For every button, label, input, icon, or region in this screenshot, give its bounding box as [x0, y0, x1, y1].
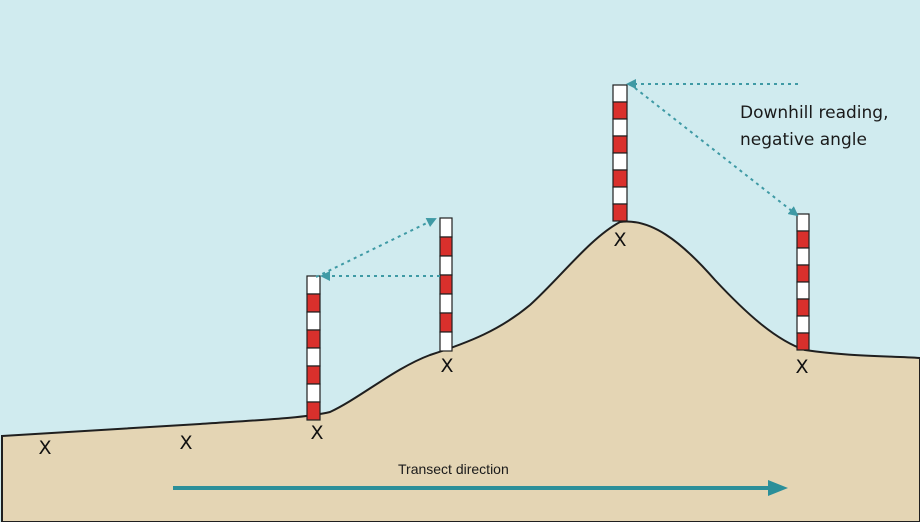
pole-segment: [439, 255, 453, 276]
pole-segment: [796, 315, 810, 334]
station-marker: X: [440, 355, 453, 377]
sight-line-pole1-to-pole2: [315, 218, 437, 278]
ranging-pole: [612, 84, 628, 222]
pole-segment: [439, 217, 453, 238]
pole-segment: [306, 275, 321, 295]
station-marker: X: [310, 422, 323, 444]
pole-segment: [612, 101, 628, 120]
pole-segment: [439, 293, 453, 314]
pole-segment: [612, 186, 628, 205]
pole-segment: [306, 401, 321, 421]
ranging-pole: [306, 275, 321, 421]
pole-segment: [612, 118, 628, 137]
pole-segment: [796, 298, 810, 317]
station-marker: X: [795, 356, 808, 378]
annotation-line-1: Downhill reading,: [740, 103, 889, 123]
station-marker: X: [38, 437, 51, 459]
pole-segment: [612, 169, 628, 188]
pole-segment: [306, 347, 321, 367]
pole-segment: [796, 247, 810, 266]
pole-segment: [306, 365, 321, 385]
transect-arrow-head: [768, 480, 788, 496]
pole-segment: [612, 152, 628, 171]
pole-segment: [612, 135, 628, 154]
pole-segment: [439, 312, 453, 333]
pole-segment: [796, 332, 810, 351]
pole-segment: [306, 329, 321, 349]
pole-segment: [439, 274, 453, 295]
hill-ground: [1, 220, 920, 522]
ranging-pole: [796, 213, 810, 351]
pole-segment: [796, 230, 810, 249]
pole-segment: [796, 281, 810, 300]
pole-segment: [306, 311, 321, 331]
station-markers: X X X X X X: [38, 229, 808, 459]
pole-segment: [796, 264, 810, 283]
annotation-line-2: negative angle: [740, 130, 867, 150]
pole-segment: [306, 293, 321, 313]
pole-segment: [612, 203, 628, 222]
ranging-pole: [439, 217, 453, 352]
station-marker: X: [179, 432, 192, 454]
pole-segment: [612, 84, 628, 103]
pole-segment: [306, 383, 321, 403]
pole-segment: [439, 331, 453, 352]
pole-segment: [796, 213, 810, 232]
sight-lines: [315, 79, 799, 281]
pole-segment: [439, 236, 453, 257]
station-marker: X: [613, 229, 626, 251]
transect-direction-label: Transect direction: [398, 461, 509, 477]
